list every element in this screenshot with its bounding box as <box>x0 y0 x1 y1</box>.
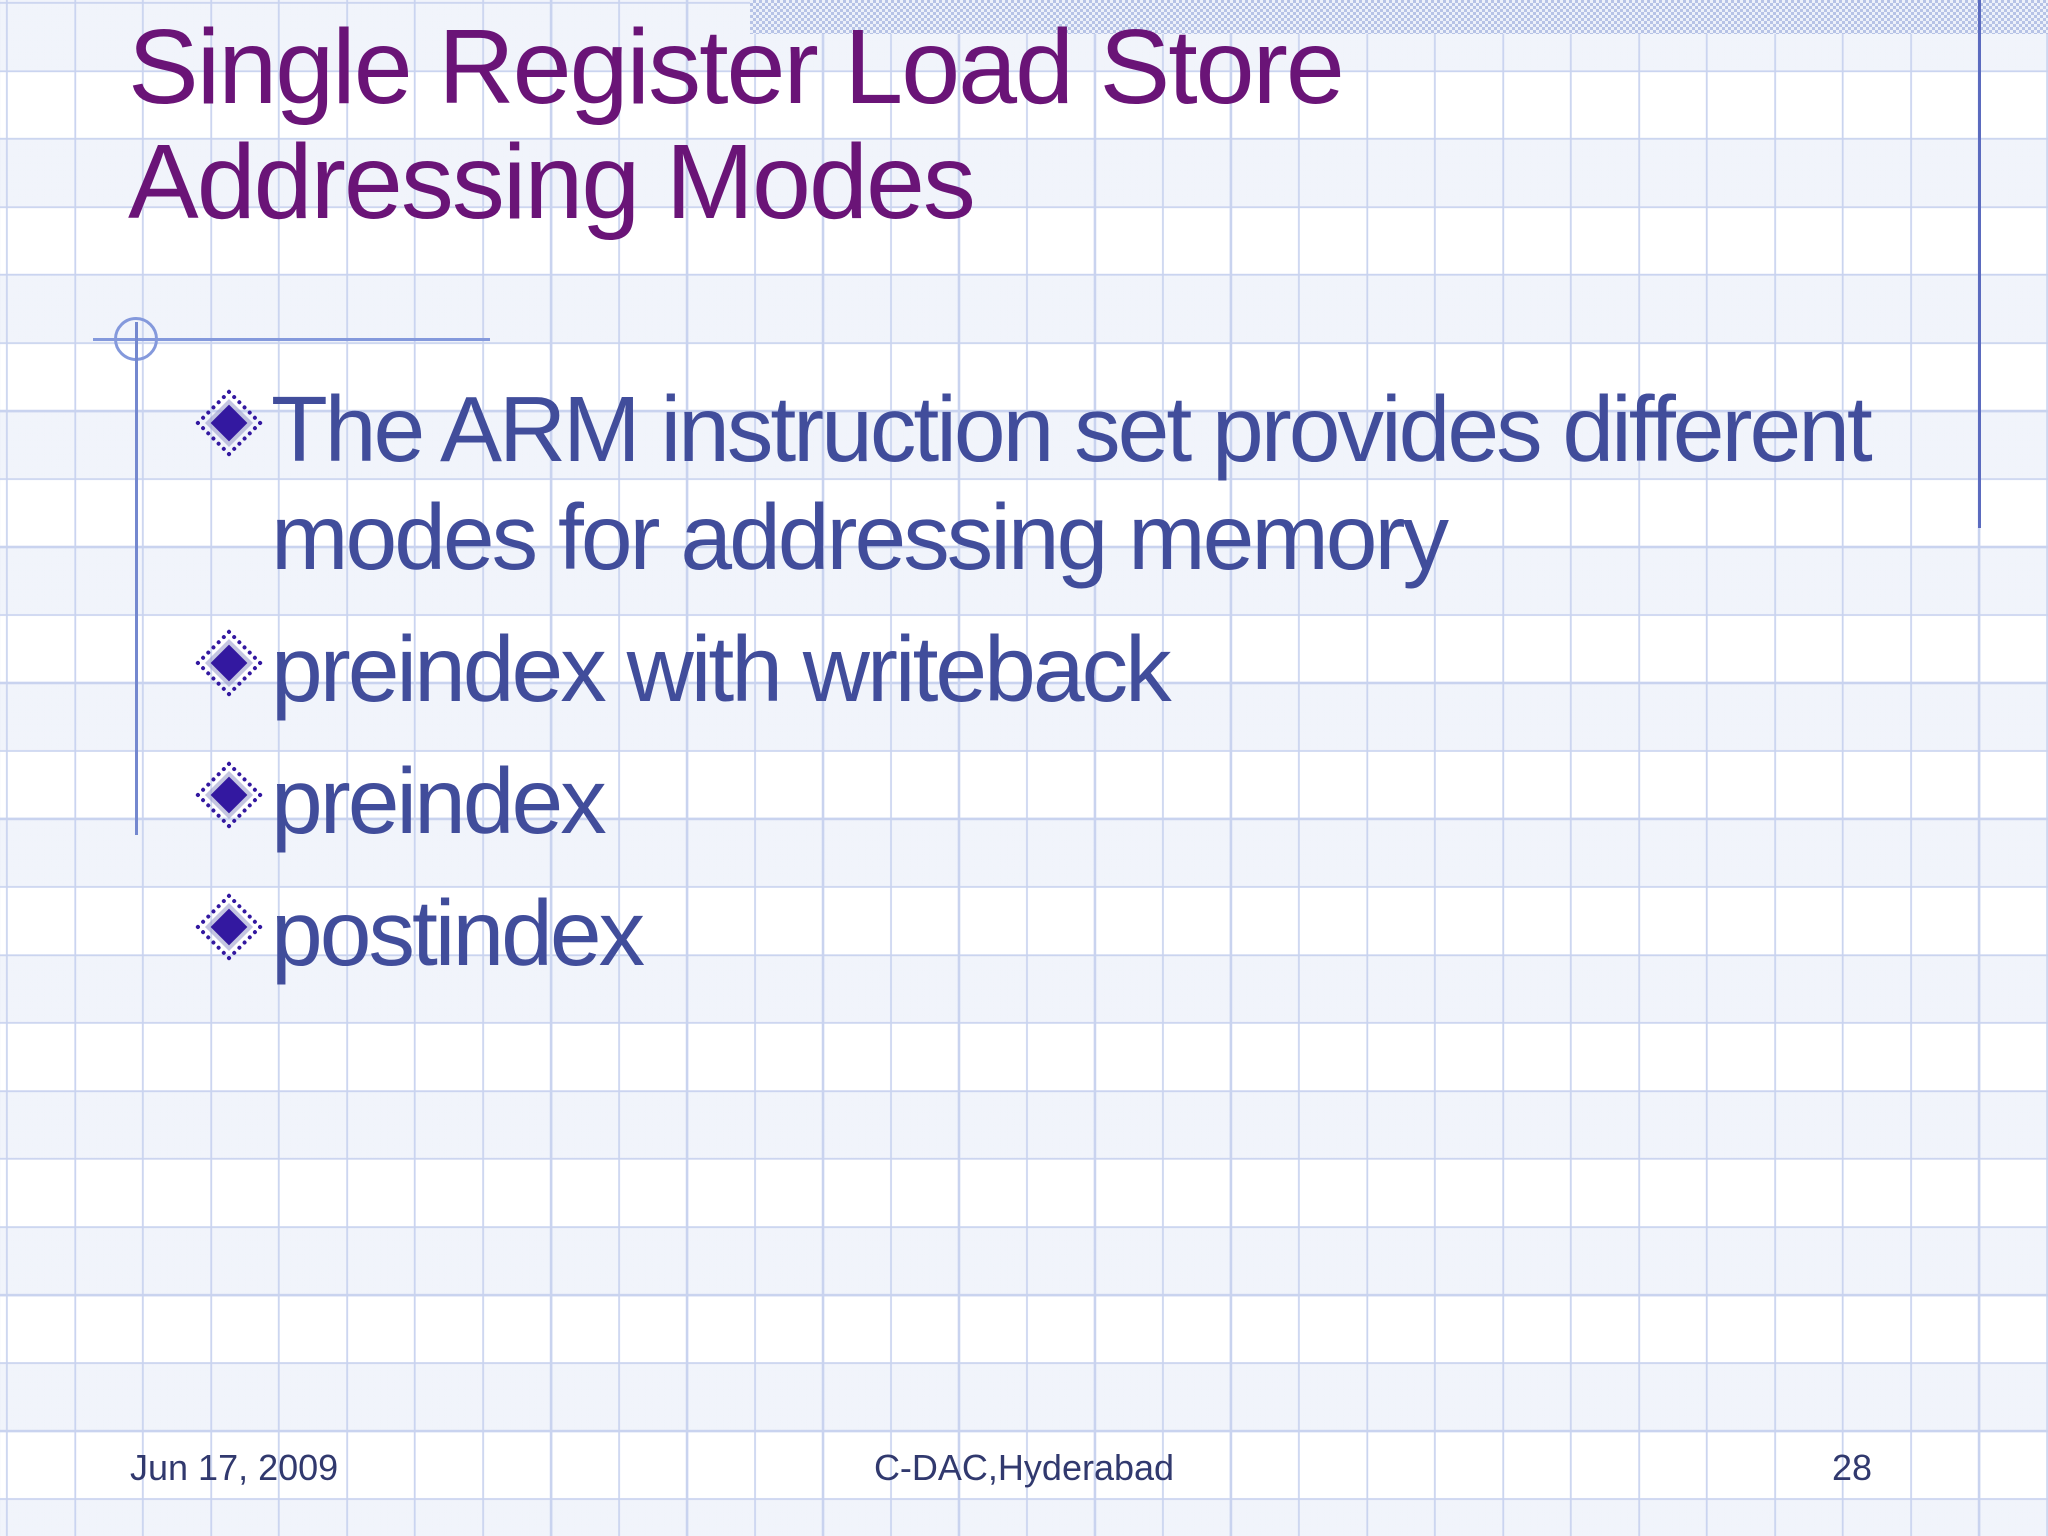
header-texture-band <box>750 0 2048 34</box>
list-item: preindex with writeback <box>196 615 2036 723</box>
bullet-line: postindex <box>271 881 645 985</box>
bullet-list: The ARM instruction set provides differe… <box>196 375 2036 987</box>
bullet-line: preindex with writeback <box>271 617 1172 721</box>
diamond-bullet-icon <box>196 630 262 696</box>
footer-page-number: 28 <box>1831 1447 1872 1488</box>
list-item: postindex <box>196 879 2036 987</box>
list-item: preindex <box>196 747 2036 855</box>
slide-title: Single Register Load Store Addressing Mo… <box>128 8 1345 241</box>
diamond-bullet-icon <box>196 762 262 828</box>
title-underline <box>93 338 490 341</box>
bullet-line: preindex <box>271 749 607 853</box>
diamond-bullet-icon <box>196 894 262 960</box>
bullet-text: The ARM instruction set provides differe… <box>271 375 1873 591</box>
bullet-text: preindex <box>271 747 607 855</box>
footer-date: Jun 17, 2009 <box>130 1447 339 1488</box>
diamond-bullet-icon <box>196 390 262 456</box>
list-item: The ARM instruction set provides differe… <box>196 375 2036 591</box>
left-accent-line <box>135 322 138 835</box>
bullet-text: postindex <box>271 879 645 987</box>
bullet-line: modes for addressing memory <box>271 485 1449 589</box>
footer-organization: C-DAC,Hyderabad <box>873 1447 1175 1488</box>
right-accent-line <box>1978 0 1981 528</box>
bullet-text: preindex with writeback <box>271 615 1172 723</box>
bullet-line: The ARM instruction set provides differe… <box>271 377 1873 481</box>
